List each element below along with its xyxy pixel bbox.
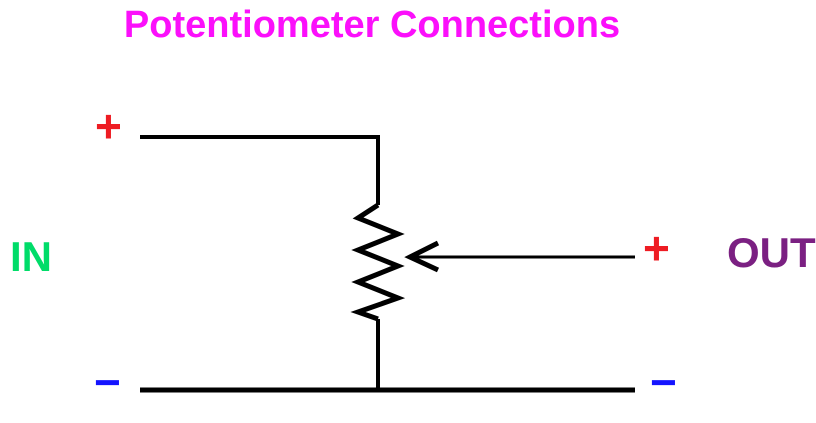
input-label: IN	[10, 233, 52, 280]
resistor-zigzag	[350, 202, 406, 322]
output-label: OUT	[727, 229, 816, 276]
wiper-arrowhead-icon	[404, 240, 440, 273]
input-positive-wire	[140, 135, 380, 205]
input-plus-terminal-label: +	[95, 100, 122, 152]
input-minus-terminal-label: −	[94, 356, 121, 408]
diagram-title: Potentiometer Connections	[123, 4, 621, 46]
output-minus-terminal-label: −	[650, 356, 677, 408]
output-plus-terminal-label: +	[643, 222, 670, 274]
